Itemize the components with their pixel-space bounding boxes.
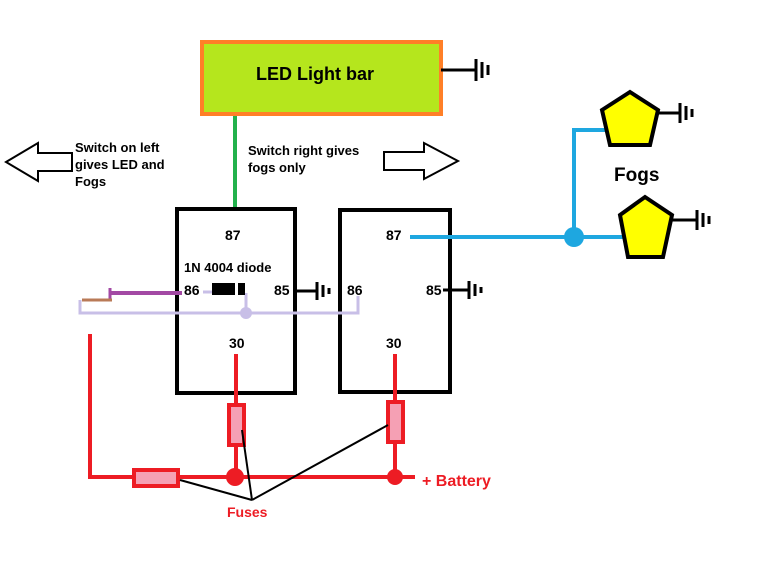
led-light-bar <box>200 40 443 116</box>
relay-left-pin-30: 30 <box>229 335 245 351</box>
relay-left-pin-87: 87 <box>225 227 241 243</box>
switch-wire <box>78 296 360 315</box>
fuse-relay-left <box>227 403 246 447</box>
diode-label: 1N 4004 diode <box>184 260 271 275</box>
power-junction-right <box>387 469 403 485</box>
arrow-left-icon <box>4 141 73 183</box>
fogs-label: Fogs <box>614 165 659 186</box>
fog-lower-ground-icon <box>670 210 711 230</box>
switch-junction <box>240 307 252 319</box>
relay-right-pin-85: 85 <box>426 282 442 298</box>
switch-left-note: Switch on left gives LED and Fogs <box>75 140 168 189</box>
relay-right-pin-30: 30 <box>386 335 402 351</box>
switch-right-note-line-1: Switch right gives <box>248 143 359 158</box>
relay-left-ground-icon <box>293 282 331 300</box>
fog-junction <box>564 227 584 247</box>
fog-light-upper <box>599 89 661 147</box>
switch-left-note-line-2: gives LED and <box>75 157 165 172</box>
fog-upper-ground-icon <box>656 103 694 123</box>
arrow-right-icon <box>383 141 461 181</box>
relay-left-pin-85: 85 <box>274 282 290 298</box>
led-light-bar-label: LED Light bar <box>256 64 374 84</box>
switch-left-note-line-3: Fogs <box>75 174 106 189</box>
fuse-pointers <box>179 424 389 501</box>
fog-wire-upper <box>572 128 606 237</box>
diode-icon <box>212 283 245 295</box>
battery-label: + Battery <box>422 473 491 490</box>
fuse-horizontal <box>132 468 180 488</box>
relay-right-ground-icon <box>443 281 483 299</box>
relay-right-pin-86: 86 <box>347 282 363 298</box>
switch-right-note-line-2: fogs only <box>248 160 307 175</box>
fuse-relay-right <box>386 400 405 444</box>
power-wire-left <box>88 334 134 479</box>
fog-light-lower <box>617 194 675 259</box>
switch-left-note-line-1: Switch on left <box>75 140 160 155</box>
relay-left-pin-86: 86 <box>184 282 200 298</box>
fuses-label: Fuses <box>227 504 268 520</box>
led-bar-ground-icon <box>441 59 490 81</box>
switch-right-note: Switch right gives fogs only <box>248 143 363 175</box>
relay-right-pin-87: 87 <box>386 227 402 243</box>
power-junction-left <box>226 468 244 486</box>
